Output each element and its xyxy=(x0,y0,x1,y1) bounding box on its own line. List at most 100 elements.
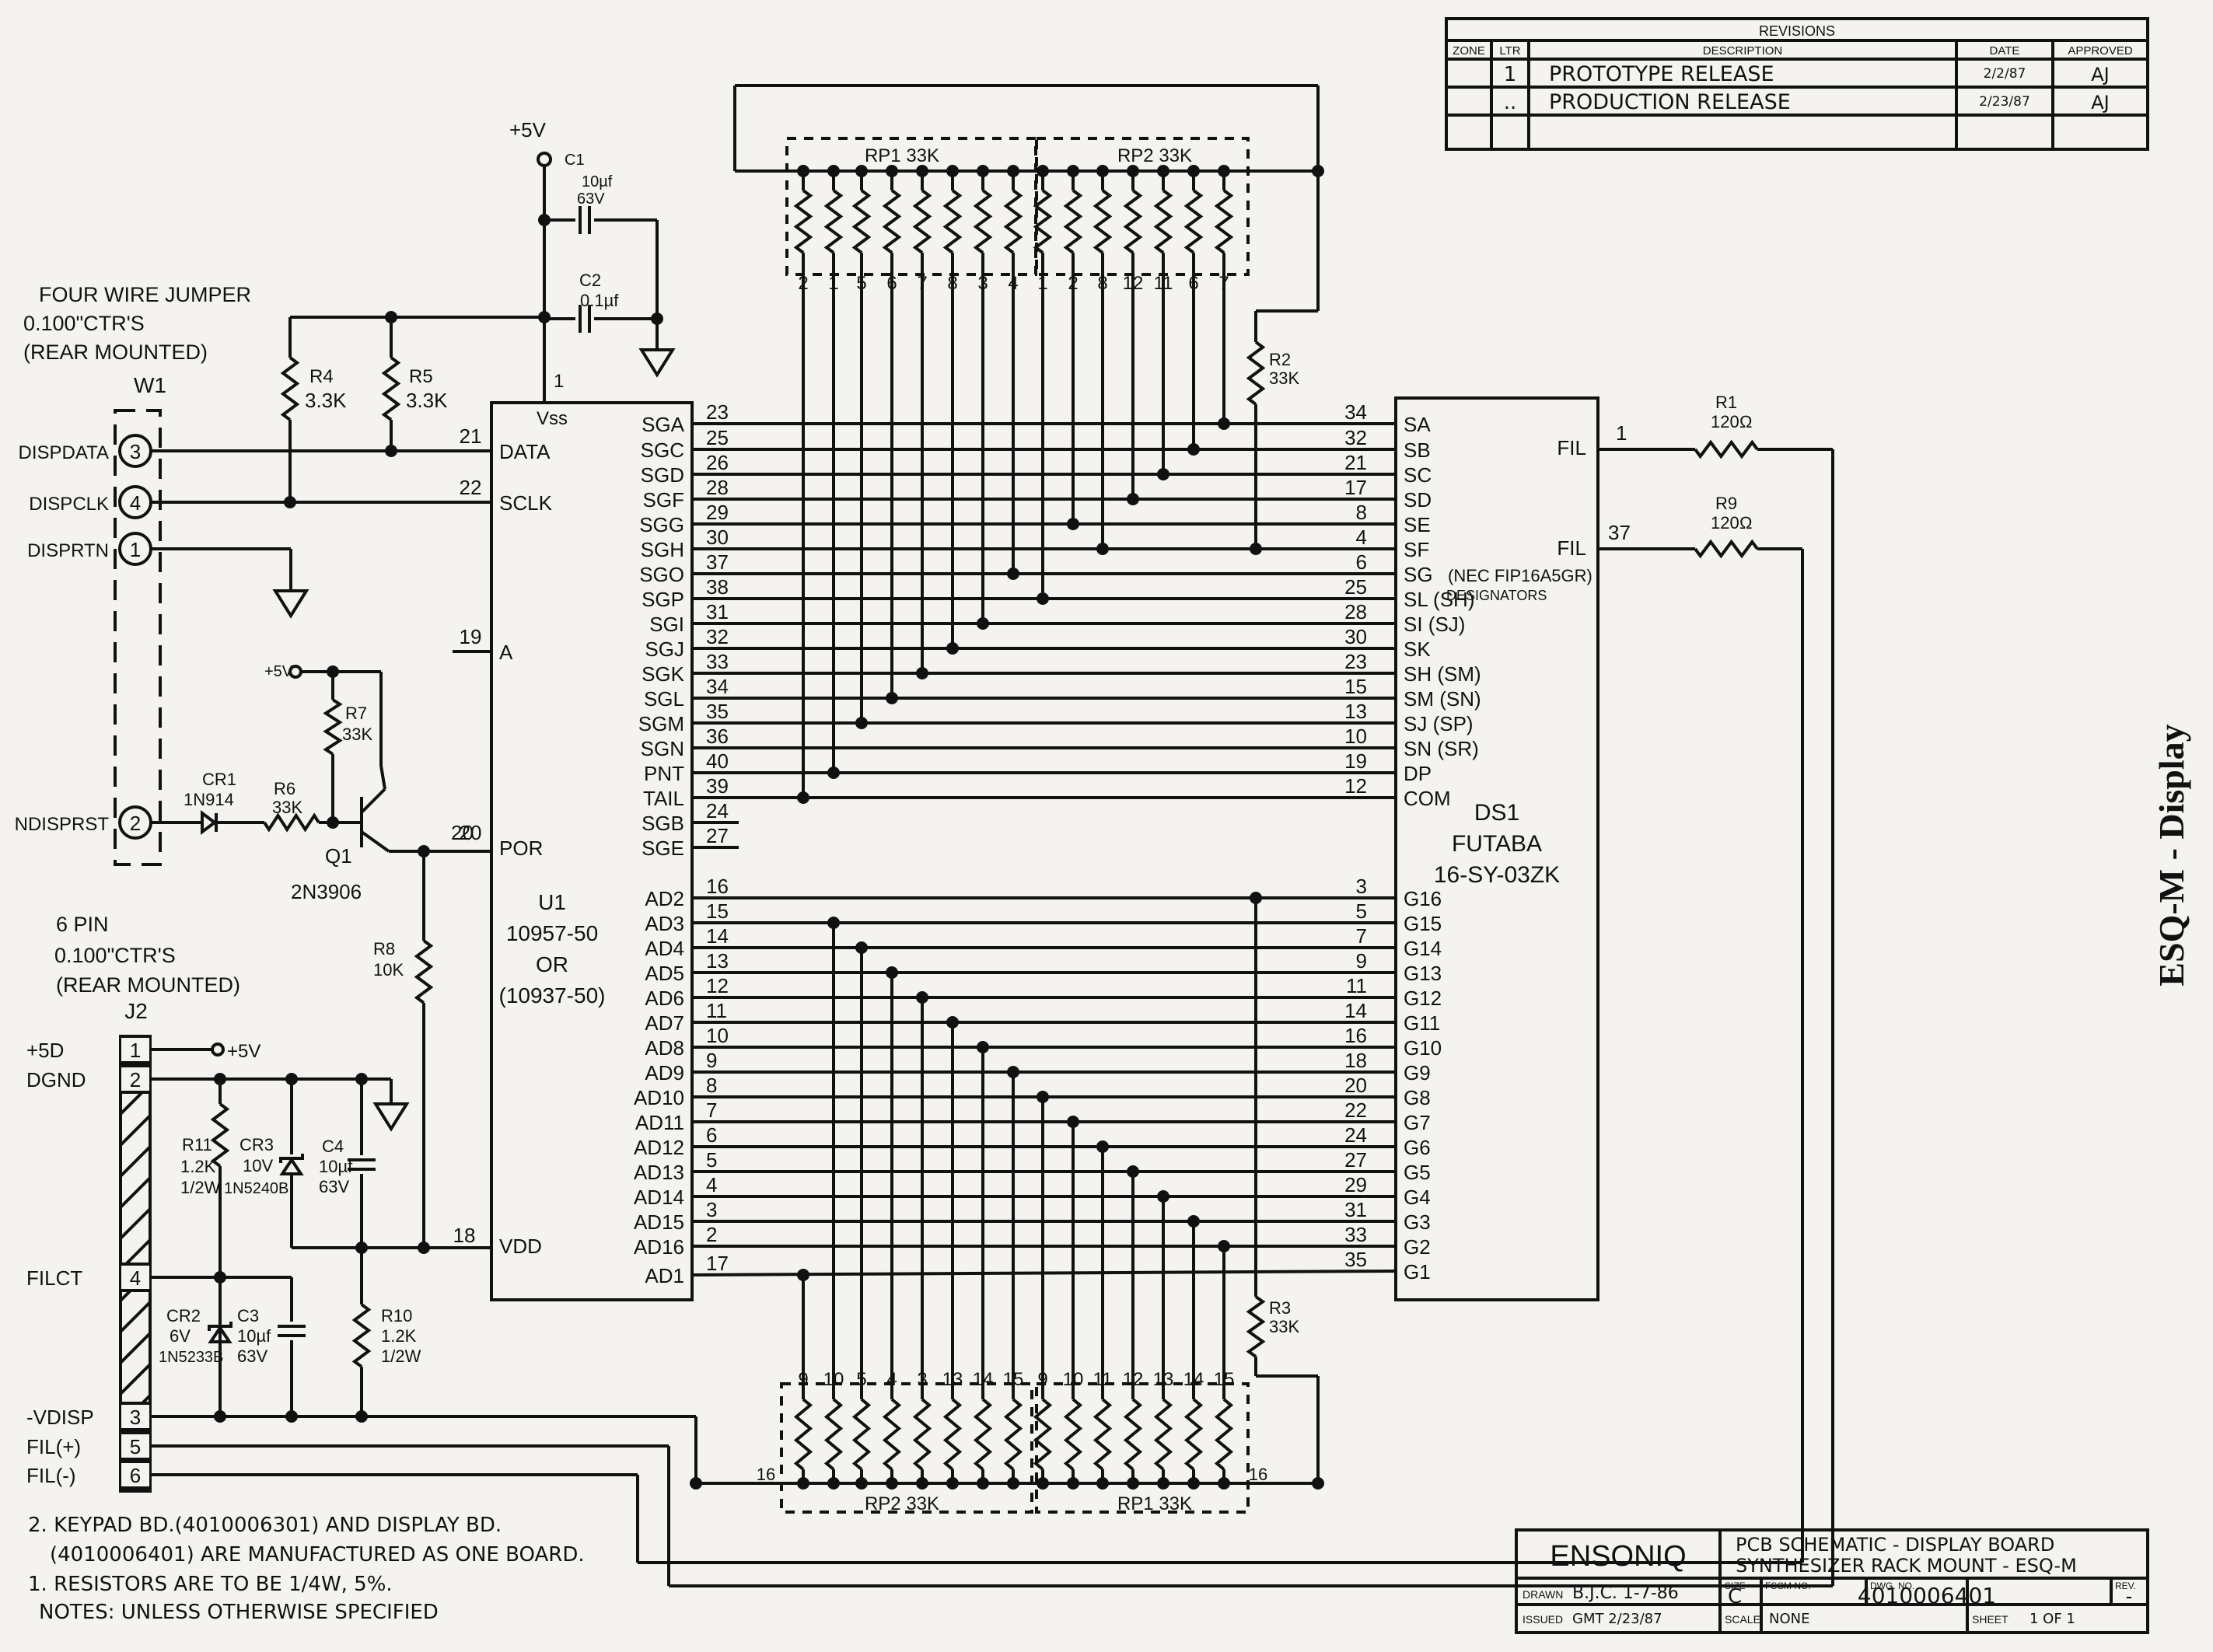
rp-pin-number: 1 xyxy=(1037,273,1047,294)
rp-pin-number: 3 xyxy=(917,1369,927,1390)
u1-pin-name: SGI xyxy=(649,613,684,636)
u1-pin-number: 28 xyxy=(706,476,729,499)
u1-pin-name: AD1 xyxy=(645,1264,684,1287)
ds1-part-label: DS1 xyxy=(1474,800,1519,826)
ds1-pin-number: 16 xyxy=(1344,1024,1367,1047)
ds1-note: (NEC FIP16A5GR) xyxy=(1448,566,1592,585)
terminal xyxy=(211,1043,225,1057)
junction-dot xyxy=(1187,1215,1200,1228)
u1-pin-number: 10 xyxy=(706,1024,729,1047)
ground-symbol xyxy=(638,348,676,378)
c2-label: C2 xyxy=(579,271,601,290)
r11-label: R11 xyxy=(182,1135,212,1154)
r8-resistor xyxy=(414,939,434,1004)
rp1-top-label: RP1 33K xyxy=(865,145,939,166)
rp-pin-number: 4 xyxy=(886,1369,897,1390)
ds1-pin-number: 37 xyxy=(1608,521,1631,544)
r5-resistor xyxy=(381,356,401,421)
pullup-resistor xyxy=(823,189,844,254)
ds1-pin-name: SN (SR) xyxy=(1404,737,1479,760)
rp-pin-number: 8 xyxy=(947,273,957,294)
r8-label: R8 xyxy=(373,939,395,959)
ds1-pin-number: 28 xyxy=(1344,600,1367,623)
u1-pin-name: SGP xyxy=(642,588,684,611)
w1-connector xyxy=(114,409,162,866)
c4-label: 10µf xyxy=(319,1157,353,1176)
r10-label: 1.2K xyxy=(381,1326,417,1346)
rp-pin-number: 12 xyxy=(1123,1369,1144,1390)
junction-dot xyxy=(1037,592,1049,605)
u1-pin-name: AD14 xyxy=(634,1186,684,1209)
ds1-pin-name: SH (SM) xyxy=(1404,662,1481,686)
ds1-pin-name: SJ (SP) xyxy=(1404,712,1474,735)
u1-pin-number: 40 xyxy=(706,749,729,773)
j2-title: 6 PIN xyxy=(56,913,109,936)
sheet-number: 1 OF 1 xyxy=(2029,1611,2075,1627)
revision-approved: AJ xyxy=(2091,64,2110,86)
rp-pin-number: 5 xyxy=(856,1369,866,1390)
rp-pin-number: 12 xyxy=(1123,273,1144,294)
junction-dot xyxy=(946,1016,959,1029)
junction-dot xyxy=(1218,1240,1230,1252)
sheet-size: C xyxy=(1728,1585,1742,1608)
c1-label: 10µf xyxy=(582,173,613,190)
ds1-pin-name: G15 xyxy=(1404,912,1442,935)
pullup-resistor xyxy=(1183,189,1204,254)
u1-pin-number: 13 xyxy=(706,949,729,973)
r11-label: 1.2K xyxy=(180,1157,216,1176)
u1-pin-name: SGM xyxy=(638,712,684,735)
ds1-pin-number: 8 xyxy=(1356,501,1367,524)
u1-pin-number: 38 xyxy=(706,575,729,599)
ds1-pin-number: 18 xyxy=(1344,1049,1367,1072)
revisions-title: REVISIONS xyxy=(1759,23,1835,39)
ds1-pin-number: 11 xyxy=(1346,974,1367,997)
j2-pin-name: +5D xyxy=(26,1039,64,1062)
ground-symbol xyxy=(372,1102,410,1132)
ds1-pin-number: 1 xyxy=(1616,421,1627,445)
u1-pin-name: AD5 xyxy=(645,962,684,985)
c3-label: 63V xyxy=(237,1346,267,1366)
u1-pin-number: 11 xyxy=(706,999,727,1022)
c4-capacitor xyxy=(348,1158,376,1171)
cr1-label: CR1 xyxy=(202,770,236,789)
ds1-pin-number: 10 xyxy=(1344,725,1367,748)
junction-dot xyxy=(327,816,339,829)
ds1-note: DESIGNATORS xyxy=(1446,588,1547,603)
w1-pin-number: 3 xyxy=(130,440,141,463)
revision-ltr: .. xyxy=(1504,91,1517,114)
cr2-label: 6V xyxy=(170,1326,191,1346)
cr1-label: 1N914 xyxy=(184,790,234,809)
ds1-pin-name: G11 xyxy=(1404,1011,1440,1035)
pullup-resistor xyxy=(942,1398,963,1471)
rp-pin-number: 6 xyxy=(1188,273,1198,294)
r3-label: 33K xyxy=(1269,1317,1299,1336)
junction-dot xyxy=(1067,1116,1079,1128)
ds1-pin-name: SG xyxy=(1404,563,1433,586)
revision-ltr: 1 xyxy=(1504,63,1517,86)
revision-approved: AJ xyxy=(2091,92,2110,114)
ds1-pin-number: 7 xyxy=(1356,924,1367,948)
ds1-pin-number: 19 xyxy=(1344,749,1367,773)
u1-pin-number: 22 xyxy=(460,476,482,499)
u1-pin-name: SGD xyxy=(641,463,684,487)
pullup-resistor xyxy=(1153,1398,1173,1471)
rp1-top-pack xyxy=(785,137,1037,276)
u1-pin-name: SGB xyxy=(642,812,684,835)
w1-ref: W1 xyxy=(134,373,166,397)
pullup-resistor xyxy=(1153,189,1173,254)
junction-dot xyxy=(827,767,840,779)
junction-dot xyxy=(1157,1190,1169,1203)
title-field-label: SHEET xyxy=(1972,1613,2008,1626)
u1-pin-number: 35 xyxy=(706,700,729,723)
c1-capacitor xyxy=(579,206,591,234)
u1-pin-number: 9 xyxy=(706,1049,717,1072)
u1-pin-number: 31 xyxy=(706,600,729,623)
j2-title: 0.100"CTR'S xyxy=(54,944,176,967)
pullup-resistor xyxy=(1214,1398,1234,1471)
u1-pin-number: 19 xyxy=(460,625,482,648)
r6-label: R6 xyxy=(274,779,295,798)
title-field-label: FSCM NO. xyxy=(1765,1580,1811,1591)
u1-pin-name: AD3 xyxy=(645,912,684,935)
